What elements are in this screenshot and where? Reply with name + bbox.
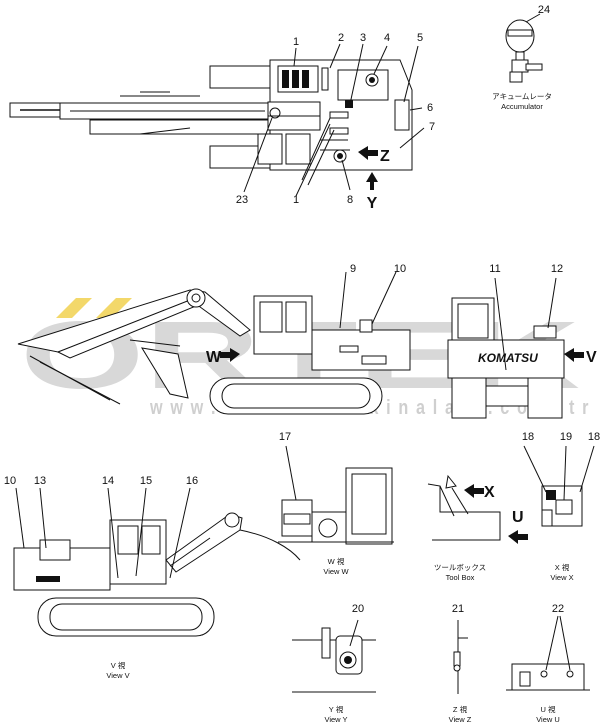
callout: 13: [34, 475, 46, 487]
side-view: [17, 271, 411, 415]
callout: 1: [293, 36, 299, 48]
caption-view-w-jp: W 視: [328, 557, 345, 566]
view-z-figure: [453, 620, 468, 694]
w-arrow: [220, 348, 240, 362]
callout: 7: [429, 121, 435, 133]
side-engine-hood: [311, 329, 411, 371]
left-track: [209, 65, 271, 89]
arrow-label-y: Y: [367, 195, 378, 212]
view-x-figure: [523, 445, 595, 527]
z-arrow: [358, 146, 378, 160]
accumulator-label-en: Accumulator: [501, 102, 543, 111]
caption-view-y-en: View Y: [324, 715, 347, 724]
callout: 23: [236, 194, 248, 206]
caption-view-u-jp: U 視: [541, 705, 557, 714]
callout: 18: [522, 431, 534, 443]
callout: 24: [538, 4, 550, 16]
caption-view-w-en: View W: [323, 567, 349, 576]
caption-view-y-jp: Y 視: [329, 705, 344, 714]
y-arrow: [366, 172, 378, 190]
caption-view-v-en: View V: [106, 671, 129, 680]
callout: 12: [551, 263, 563, 275]
callout: 4: [384, 32, 390, 44]
side-bucket: [141, 347, 189, 399]
caption-view-x-en: View X: [550, 573, 573, 582]
accumulator-label-jp: アキュームレータ: [492, 92, 552, 101]
rear-counterweight: [447, 339, 565, 379]
callout: 2: [338, 32, 344, 44]
boom: [89, 119, 271, 135]
callout: 18: [588, 431, 600, 443]
callout: 3: [360, 32, 366, 44]
view-u-figure: [506, 615, 590, 691]
caption-view-z-jp: Z 視: [453, 705, 468, 714]
callout: 9: [350, 263, 356, 275]
callout: 10: [4, 475, 16, 487]
komatsu-logo: KOMATSU: [478, 351, 538, 365]
watermark-accent-1: [56, 298, 92, 318]
accumulator-figure: [505, 13, 543, 83]
arrow-label-z: Z: [380, 148, 390, 165]
v-arrow: [564, 348, 584, 362]
callout: 20: [352, 603, 364, 615]
arrow-label-u: U: [512, 509, 524, 526]
tool-box-figure: [427, 474, 528, 544]
callout: 5: [417, 32, 423, 44]
caption-view-u-en: View U: [536, 715, 560, 724]
callout: 16: [186, 475, 198, 487]
arrow-label-w: W: [206, 349, 222, 366]
view-w-figure: [278, 445, 394, 545]
callout: 11: [489, 263, 500, 275]
caption-view-v-jp: V 視: [111, 661, 126, 670]
arrow-label-v: V: [586, 349, 597, 366]
watermark-accent-2: [96, 298, 132, 318]
u-arrow: [508, 530, 528, 544]
callout: 15: [140, 475, 152, 487]
callout: 21: [452, 603, 464, 615]
callout: 14: [102, 475, 114, 487]
callout: 1: [293, 194, 299, 206]
callout: 8: [347, 194, 353, 206]
callout: 6: [427, 102, 433, 114]
x-arrow: [464, 484, 484, 498]
caption-tool-box-jp: ツールボックス: [434, 563, 486, 572]
top-plan-view: [9, 43, 425, 197]
callout: 10: [394, 263, 406, 275]
callout: 22: [552, 603, 564, 615]
view-y-figure: [292, 619, 376, 693]
caption-view-z-en: View Z: [449, 715, 472, 724]
callout: 17: [279, 431, 291, 443]
caption-tool-box-en: Tool Box: [446, 573, 475, 582]
callout: 19: [560, 431, 572, 443]
arrow-label-x: X: [484, 484, 495, 501]
caption-view-x-jp: X 視: [555, 563, 570, 572]
rear-view: [447, 277, 584, 419]
view-v-figure: [13, 487, 301, 637]
